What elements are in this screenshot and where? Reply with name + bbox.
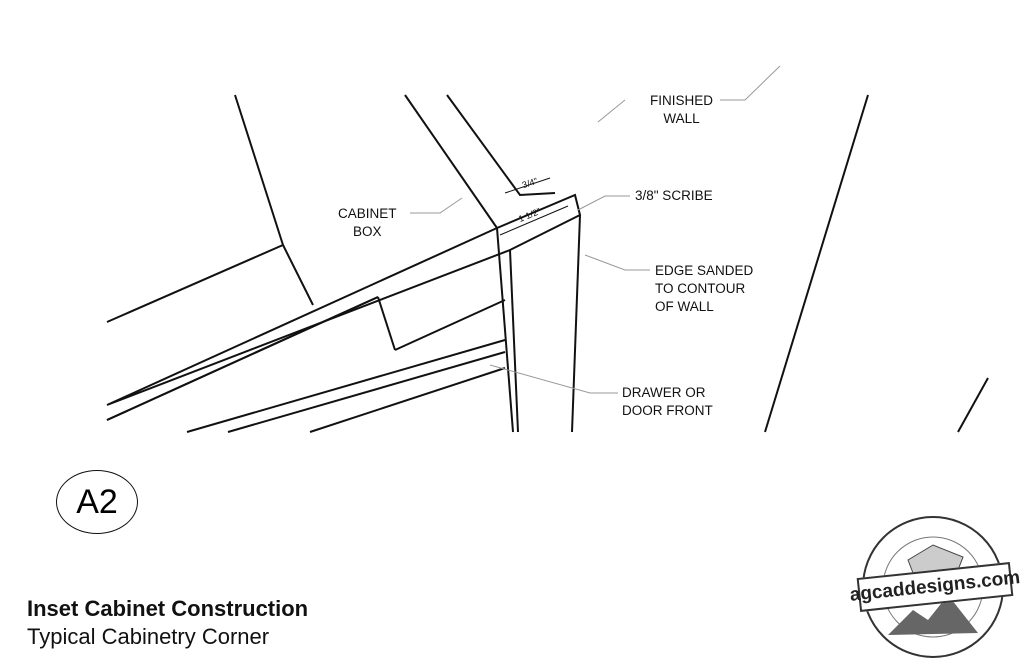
inner-line bbox=[309, 367, 506, 433]
leader-scribe bbox=[577, 195, 630, 211]
leader-drawer bbox=[489, 364, 618, 394]
inner-line bbox=[227, 351, 506, 433]
face-frame-rail-lower bbox=[394, 299, 506, 351]
agcaddesigns-logo: agcaddesigns.com bbox=[849, 515, 1021, 660]
wall-line-2 bbox=[957, 377, 989, 433]
cabinet-top-edge bbox=[404, 94, 498, 229]
drawing-subtitle: Typical Cabinetry Corner bbox=[27, 624, 270, 649]
door-front-left bbox=[496, 227, 519, 433]
wall-line bbox=[764, 94, 869, 433]
leader-edge bbox=[584, 254, 650, 271]
callout-scribe: 3/8" SCRIBE bbox=[635, 188, 713, 203]
dimension-3-4 bbox=[504, 177, 551, 194]
drawing-title: Inset Cabinet Construction bbox=[27, 596, 309, 621]
cabinet-side-line bbox=[234, 94, 314, 306]
cabinet-top-edge-2 bbox=[446, 94, 556, 197]
drawer-block bbox=[106, 296, 396, 421]
leader-finished-wall bbox=[597, 65, 781, 123]
cabinet-top-line bbox=[106, 244, 284, 323]
dimension-1-1-2 bbox=[499, 205, 569, 236]
inner-line bbox=[186, 339, 506, 433]
door-front-right bbox=[571, 214, 581, 433]
detail-tag: A2 bbox=[56, 470, 138, 534]
leader-cabinet-box bbox=[410, 197, 463, 214]
face-frame-top bbox=[106, 193, 582, 406]
